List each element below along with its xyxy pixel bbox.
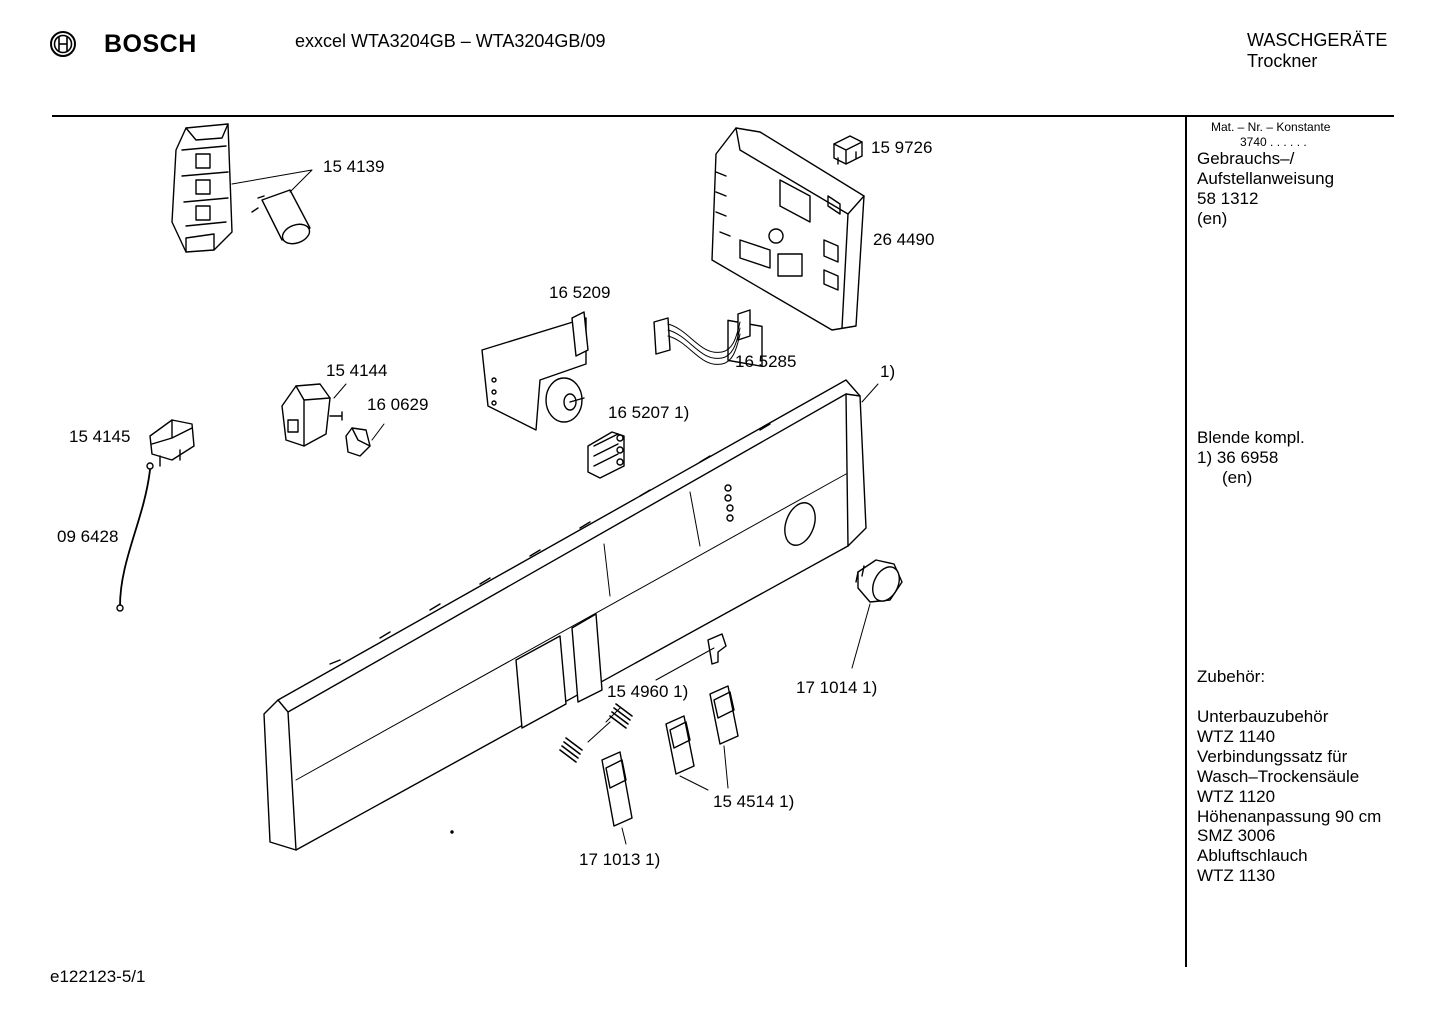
ribbon-cable-part <box>653 309 751 365</box>
manual-line: (en) <box>1197 209 1228 228</box>
accessory-line: Unterbauzubehör <box>1197 707 1329 726</box>
accessory-line: WTZ 1120 <box>1197 787 1276 806</box>
part-label: 15 4144 <box>326 361 388 380</box>
drawing-id: e122123-5/1 <box>50 967 146 986</box>
accessory-line: SMZ 3006 <box>1197 826 1276 845</box>
manual-line: Gebrauchs–/ <box>1197 149 1295 168</box>
part-label: 17 1013 1) <box>579 850 661 869</box>
part-label: 15 4139 <box>323 157 385 176</box>
switch-block-part <box>171 123 233 253</box>
part-label: 16 5285 <box>735 352 797 371</box>
accessory-line: WTZ 1140 <box>1197 727 1276 746</box>
clip-part <box>345 427 371 457</box>
category-main: WASCHGERÄTE <box>1247 30 1388 50</box>
brand-name: BOSCH <box>104 30 197 58</box>
part-label: 09 6428 <box>57 527 119 546</box>
manual-line: Aufstellanweisung <box>1197 169 1335 188</box>
part-label: 16 0629 <box>367 395 429 414</box>
mat-nr-header: Mat. – Nr. – Konstante <box>1211 120 1331 134</box>
zubehoer-title: Zubehör: <box>1197 667 1266 686</box>
rotary-switch-part <box>281 383 343 447</box>
blende-line: (en) <box>1222 468 1253 487</box>
slide-button-part <box>601 751 633 827</box>
model-title: exxcel WTA3204GB – WTA3204GB/09 <box>295 31 606 51</box>
push-button-parts <box>665 685 739 775</box>
wire-part <box>116 462 154 612</box>
part-label: 1) <box>880 362 896 381</box>
pcb-module-part <box>711 127 865 368</box>
accessory-line: WTZ 1130 <box>1197 866 1276 885</box>
part-label: 15 4960 1) <box>607 682 689 701</box>
part-label: 15 9726 <box>871 138 933 157</box>
blende-line: Blende kompl. <box>1197 428 1305 447</box>
bosch-logo-icon <box>49 30 77 58</box>
front-panel-part <box>263 379 867 851</box>
part-label: 16 5209 <box>549 283 611 302</box>
spring-parts <box>559 633 727 763</box>
part-label: 26 4490 <box>873 230 935 249</box>
control-pcb-part <box>481 311 589 431</box>
part-label: 16 5207 1) <box>608 403 690 422</box>
connector-part <box>833 135 863 165</box>
accessory-line: Höhenanpassung 90 cm <box>1197 807 1382 826</box>
accessory-line: Wasch–Trockensäule <box>1197 767 1360 786</box>
accessory-line: Verbindungssatz für <box>1197 747 1348 766</box>
manual-line: 58 1312 <box>1197 189 1259 208</box>
led-holder-part <box>587 431 625 479</box>
mat-nr-constant: 3740 . . . . . . <box>1240 135 1307 149</box>
capacitor-part <box>251 189 311 245</box>
terminal-block-part <box>149 419 195 467</box>
blende-line: 1) 36 6958 <box>1197 448 1279 467</box>
accessory-line: Abluftschlauch <box>1197 846 1308 865</box>
part-label: 15 4514 1) <box>713 792 795 811</box>
knob-part <box>855 559 903 603</box>
part-label: 17 1014 1) <box>796 678 878 697</box>
category-sub: Trockner <box>1247 51 1318 71</box>
part-label: 15 4145 <box>69 427 131 446</box>
